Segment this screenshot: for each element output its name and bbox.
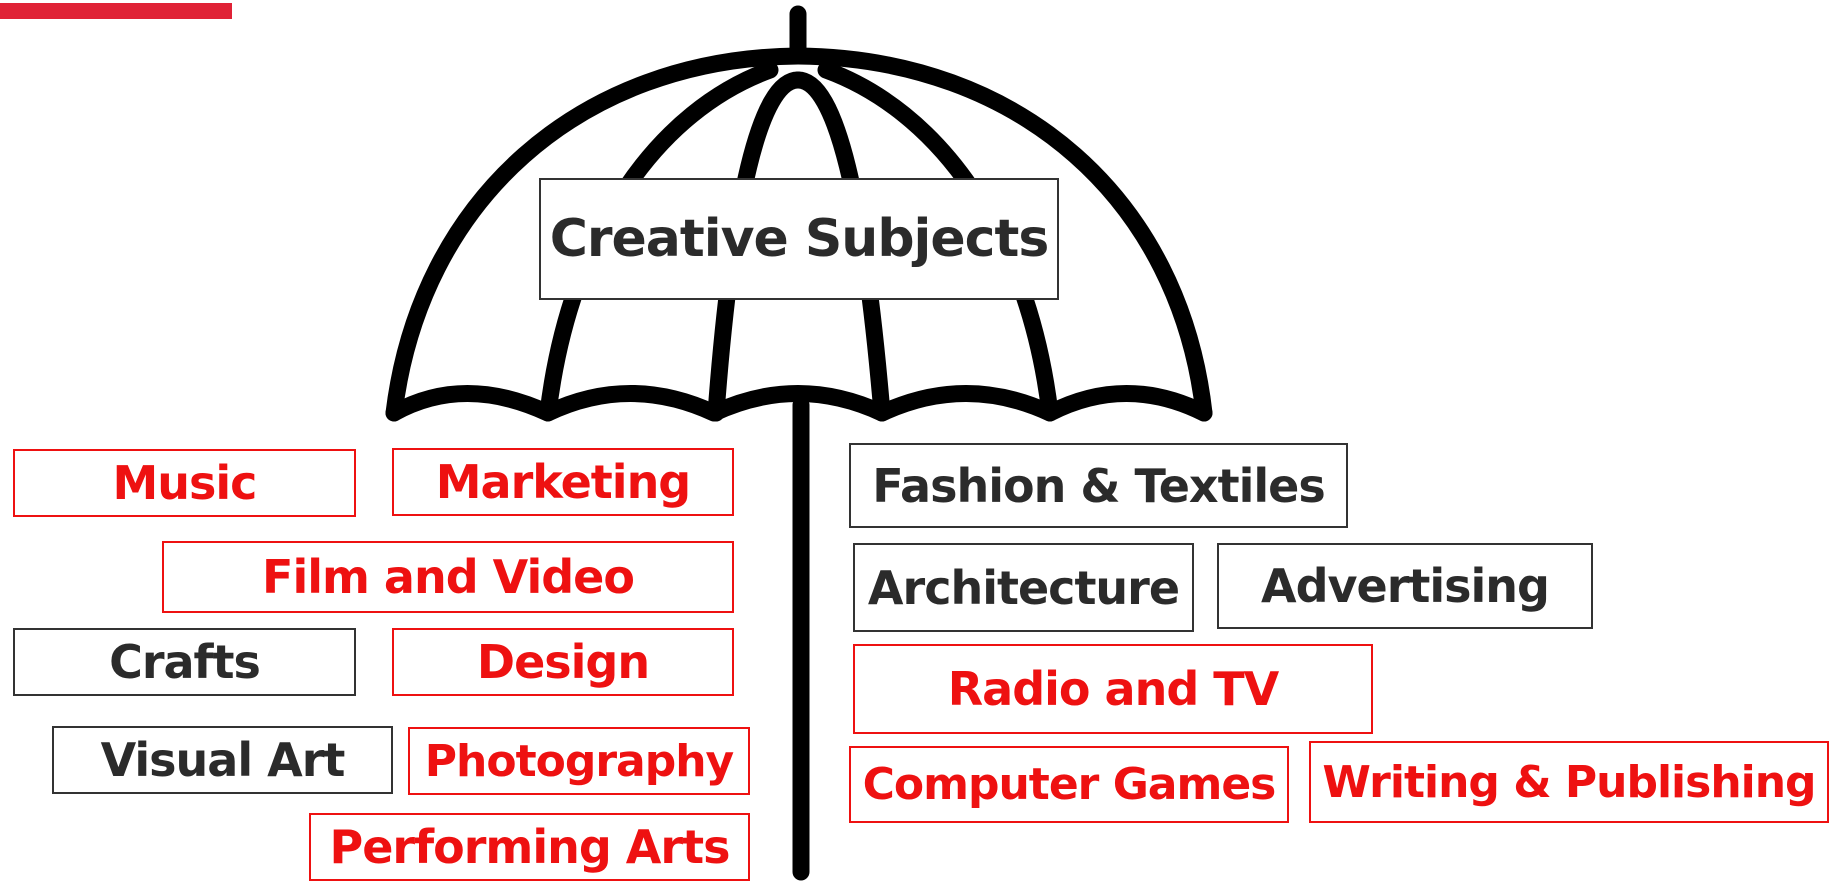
subject-box-photography: Photography [408,727,750,795]
subject-box-writing-and-publishing: Writing & Publishing [1309,741,1829,823]
subject-box-radio-and-tv: Radio and TV [853,644,1373,734]
subject-label: Film and Video [262,550,635,604]
subject-label: Writing & Publishing [1322,756,1816,808]
accent-bar [0,3,232,19]
title-box: Creative Subjects [539,178,1059,300]
subject-box-computer-games: Computer Games [849,746,1289,823]
subject-label: Performing Arts [329,820,731,874]
subject-label: Design [476,635,650,689]
subject-box-film-and-video: Film and Video [162,541,734,613]
subject-box-marketing: Marketing [392,448,734,516]
subject-box-design: Design [392,628,734,696]
umbrella-canopy [385,47,1213,422]
subject-label: Visual Art [100,733,346,787]
subject-box-architecture: Architecture [853,543,1194,632]
subject-label: Advertising [1261,559,1550,613]
subject-box-visual-art: Visual Art [52,726,393,794]
subject-label: Photography [424,735,734,787]
subject-label: Computer Games [862,759,1277,810]
subject-label: Architecture [867,560,1180,615]
subject-label: Music [112,456,258,510]
subject-box-music: Music [13,449,356,517]
subject-label: Radio and TV [947,662,1279,716]
diagram-title: Creative Subjects [549,209,1050,269]
umbrella-scallops [385,385,1213,422]
subject-label: Crafts [109,635,261,689]
subject-box-fashion-and-textiles: Fashion & Textiles [849,443,1348,528]
subject-box-crafts: Crafts [13,628,356,696]
subject-box-performing-arts: Performing Arts [309,813,750,881]
umbrella-rib [707,71,807,422]
subject-label: Marketing [435,455,691,509]
umbrella-rib [789,71,891,422]
subject-label: Fashion & Textiles [872,458,1325,513]
subject-box-advertising: Advertising [1217,543,1593,629]
